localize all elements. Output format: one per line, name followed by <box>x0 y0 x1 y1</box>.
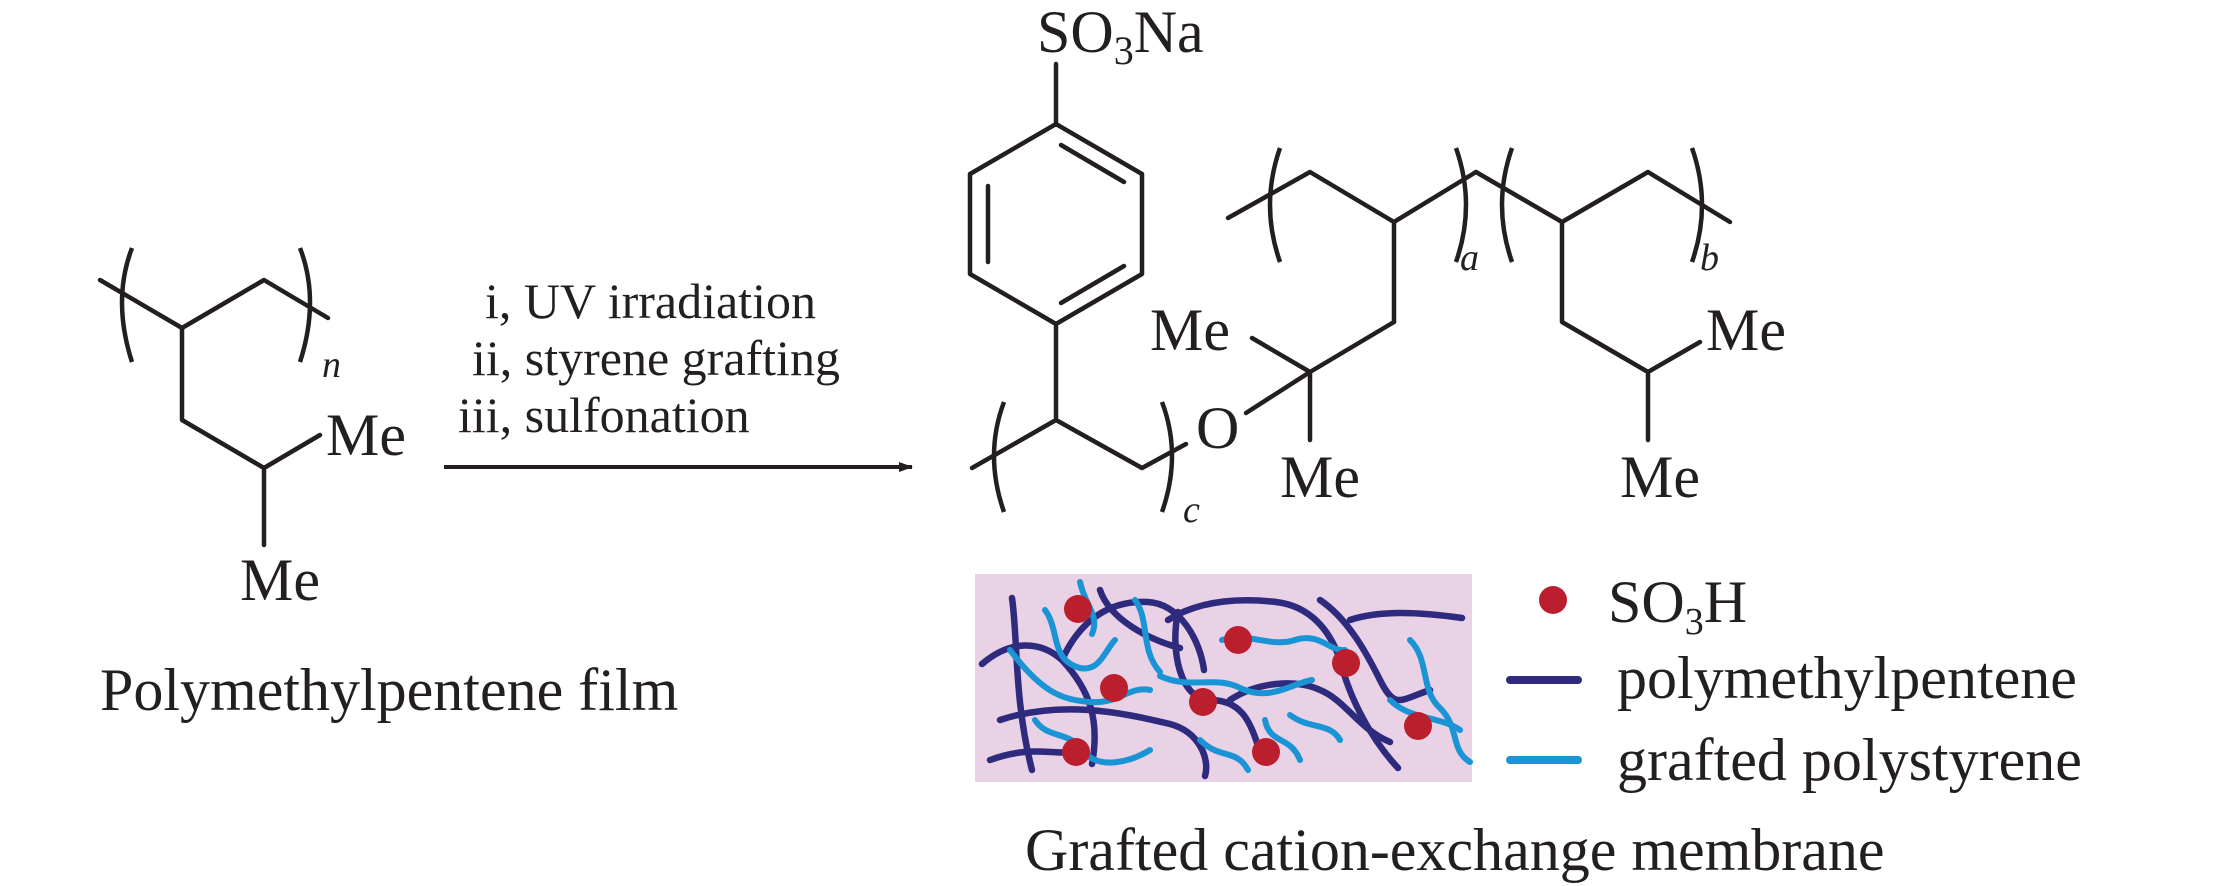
product-structure: SO3Na c O Me Me a b Me Me <box>967 0 1786 531</box>
o-c-bond <box>1243 369 1313 416</box>
benzene-ring <box>967 121 1145 327</box>
gps-strand <box>1262 717 1303 763</box>
subscript-c: c <box>1183 489 1200 531</box>
gps-strand <box>1407 637 1473 765</box>
me-right-bottom: Me <box>1620 444 1700 510</box>
reactant-backbone <box>97 277 331 331</box>
membrane-caption: Grafted cation-exchange membrane <box>1025 817 1885 883</box>
legend-pmp-label: polymethylpentene <box>1617 645 2077 711</box>
benzene-inner-bonds <box>985 142 1127 306</box>
so3h-site <box>1062 738 1090 766</box>
me-left-bottom: Me <box>1280 444 1360 510</box>
so3h-site <box>1332 649 1360 677</box>
pmp-strand <box>1008 594 1036 774</box>
so3h-site <box>1224 626 1252 654</box>
subscript-a: a <box>1460 237 1479 279</box>
reactant-close-paren <box>297 247 313 363</box>
polystyrene-chain <box>969 321 1189 471</box>
condition-step-3: iii, sulfonation <box>458 387 750 443</box>
reactant-me-lower: Me <box>240 547 320 613</box>
condition-step-1: i, UV irradiation <box>485 273 816 329</box>
so3h-site <box>1252 738 1280 766</box>
legend-so3h-marker <box>1539 586 1567 614</box>
gps-strand <box>1197 737 1251 773</box>
reactant-subscript-n: n <box>322 344 341 386</box>
pmp-strand <box>1058 598 1208 674</box>
reactant-caption: Polymethylpentene film <box>100 657 678 723</box>
pmp-strand <box>996 706 1210 780</box>
so3h-site <box>1100 674 1128 702</box>
legend-so3h-label: SO3H <box>1608 569 1747 643</box>
styrene-open-paren <box>991 401 1007 513</box>
a-open-paren <box>1267 147 1283 263</box>
me-left-top: Me <box>1150 297 1230 363</box>
pmp-strand <box>1164 597 1344 664</box>
me-right-top: Me <box>1706 297 1786 363</box>
gps-strand <box>1157 673 1315 697</box>
reactant-structure: n Me Me <box>97 247 406 613</box>
legend-gps-label: grafted polystyrene <box>1617 727 2082 793</box>
quaternary-carbon <box>1249 319 1397 443</box>
reactant-open-paren <box>119 247 135 363</box>
pmp-strand <box>1316 596 1434 704</box>
so3h-site <box>1404 712 1432 740</box>
repeat-b-chain <box>1473 169 1733 443</box>
gps-strand <box>1007 647 1153 706</box>
pmp-strand <box>1346 609 1466 624</box>
a-close-paren <box>1453 147 1469 263</box>
styrene-close-paren <box>1159 401 1175 513</box>
subscript-b: b <box>1700 237 1719 279</box>
reactant-side-chain <box>179 325 323 548</box>
so3h-site <box>1064 595 1092 623</box>
so3h-site <box>1189 688 1217 716</box>
membrane-schematic <box>975 574 1473 782</box>
gps-strand <box>1287 712 1343 743</box>
reaction-conditions: i, UV irradiation ii, styrene grafting i… <box>444 273 913 472</box>
membrane-background <box>975 574 1472 782</box>
ether-oxygen: O <box>1196 395 1239 461</box>
sulfonate-label: SO3Na <box>1037 0 1204 73</box>
b-open-paren <box>1499 147 1515 263</box>
b-close-paren <box>1689 147 1705 263</box>
reactant-me-upper: Me <box>326 402 406 468</box>
pmp-strand <box>1096 586 1184 652</box>
legend: SO3H polymethylpentene grafted polystyre… <box>1506 569 2082 793</box>
repeat-a-chain <box>1225 169 1479 325</box>
gps-strand <box>1132 597 1163 675</box>
gps-strand <box>1042 607 1118 672</box>
condition-step-2: ii, styrene grafting <box>472 330 840 386</box>
